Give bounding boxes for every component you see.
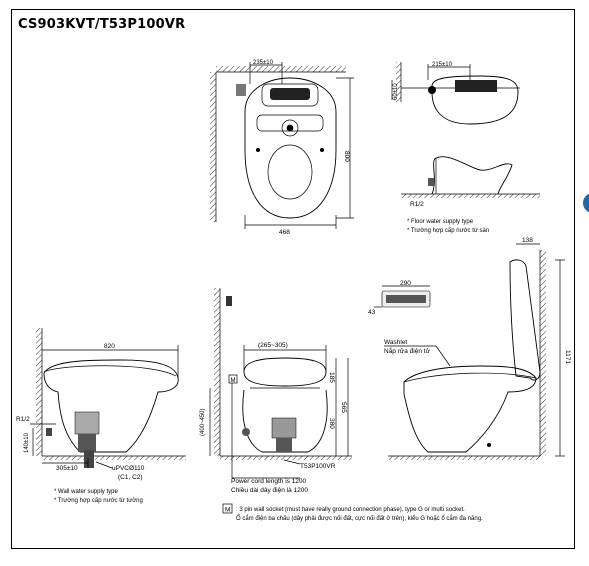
right-elevation-view: 290 43 138 1171 Washlet Nắp rửa điện tử: [368, 237, 571, 460]
dim-43: 43: [368, 309, 376, 316]
dim-380: 380: [328, 418, 335, 429]
front-elevation-view: M (265~305) (400~450) 185 380 565 T53P10…: [200, 288, 352, 494]
washlet-label-vi: Nắp rửa điện tử: [384, 346, 431, 355]
pipe-label-r12-left: R1/2: [16, 416, 30, 423]
dim-140: 140±10: [24, 432, 30, 453]
wall-hatch: [210, 72, 216, 222]
dim-400-450: (400~450): [200, 408, 206, 436]
bowl-right-profile: [403, 365, 537, 453]
socket-symbol: M: [231, 378, 236, 384]
dim-305: 305±10: [56, 465, 78, 472]
dim-60: 60±10: [393, 83, 399, 100]
bowl-outline-top: [244, 77, 337, 219]
dim-185: 185: [328, 372, 335, 383]
upper-right-view: 215±10 60±10 R1/2 * Floor water supply t…: [391, 62, 540, 234]
top-view: 235±10 800 468: [210, 60, 354, 236]
seat-plan: [431, 75, 519, 125]
drain-sub-label: (C1, C2): [118, 474, 143, 481]
part-label-t53p100vr: T53P100VR: [300, 463, 336, 470]
note-floor-supply-vi: * Trường hợp cấp nước từ sàn: [407, 228, 489, 234]
dim-265-305: (265~305): [258, 342, 288, 349]
lid-open: [509, 259, 541, 381]
lid-front: [243, 357, 327, 387]
dim-235: 235±10: [253, 60, 274, 66]
drawing-border: [11, 9, 575, 549]
dim-1171: 1171: [564, 350, 571, 364]
dim-468: 468: [279, 229, 290, 236]
socket-footnote: M : 3 pin wall socket (must have really …: [222, 503, 483, 522]
washlet-label: Washlet: [384, 339, 407, 346]
pipe-label-r12: R1/2: [410, 201, 424, 208]
model-title: CS903KVT/T53P100VR: [18, 17, 186, 32]
toilet-side-profile: [43, 359, 179, 453]
page-tab-marker: [583, 193, 589, 213]
note-wall-supply-vi: * Trường hợp cấp nước từ tường: [54, 498, 143, 504]
note-floor-supply: * Floor water supply type: [407, 219, 474, 225]
footnote-symbol: M: [225, 507, 230, 514]
note-wall-supply: * Wall water supply type: [54, 489, 118, 495]
footnote-line1: : 3 pin wall socket (must have really gr…: [236, 507, 465, 513]
drain-label: uPVCØ110: [112, 465, 145, 472]
dim-565: 565: [340, 402, 347, 413]
dim-290: 290: [400, 280, 411, 287]
bowl-section: [431, 156, 513, 195]
dim-215: 215±10: [432, 62, 453, 68]
footnote-line2: Ổ cắm điện ba chấu (dây phải được nối đấ…: [236, 515, 483, 522]
dim-820: 820: [104, 343, 115, 350]
power-cord-note-vi: Chiều dài dây điện là 1200: [231, 485, 308, 494]
dim-800: 800: [343, 151, 350, 162]
left-elevation-view: 820 R1/2 140±10 305±10 uPVCØ110 (C1, C2)…: [16, 328, 186, 504]
power-cord-note: Power cord length is 1200: [231, 478, 307, 485]
dim-138: 138: [522, 237, 533, 244]
